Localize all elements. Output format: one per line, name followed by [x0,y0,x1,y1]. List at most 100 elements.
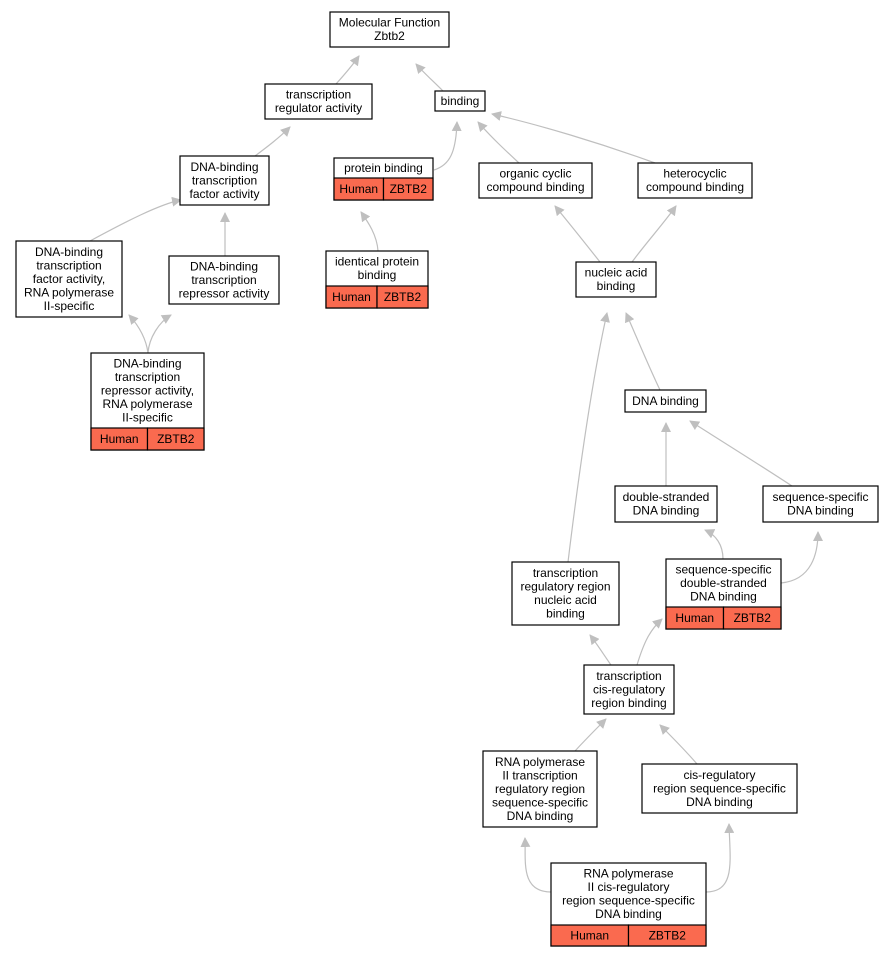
tag-cell [376,285,429,309]
node-label-line: heterocyclic [663,167,726,181]
node-label-line: nucleic acid [585,266,648,280]
node-box [482,750,598,828]
node-label-line: sequence-specific [675,562,771,576]
node-box [511,561,620,626]
edge-binding-to-mf [415,63,444,92]
node-label-line: identical protein [335,255,419,269]
species-tag: Human [570,929,609,943]
node-label-line: transcription [115,370,180,384]
node-label-line: transcription [191,273,256,287]
node-label-line: DNA binding [507,809,574,823]
node-box [179,155,270,206]
node-label-line: II-specific [122,410,173,424]
node-label-line: DNA binding [595,907,662,921]
node-dnab[interactable]: DNA binding [624,389,707,413]
node-box [434,90,486,112]
node-label-line: II-specific [44,299,95,313]
node-label-line: compound binding [646,180,744,194]
edge-dbtf2-to-dbtfa [89,196,182,242]
edge-dnab-to-nab [625,312,661,391]
node-box [641,763,798,814]
gene-tag: ZBTB2 [390,182,428,196]
node-label-line: Molecular Function [339,16,440,30]
node-label-line: RNA polymerase [24,285,114,299]
node-box [583,664,675,715]
node-label-line: factor activity [189,187,259,201]
node-binding[interactable]: binding [434,90,486,112]
edge-dbtr2-to-dbtra [147,314,172,354]
node-label-line: region binding [591,696,666,710]
species-tag: Human [339,182,378,196]
node-label-line: cis-regulatory [593,682,665,696]
edge-ssdsdb-to-dsdb [704,529,724,560]
node-label-line: DNA-binding [190,160,258,174]
node-label-line: sequence-specific [772,490,868,504]
nodes-layer: Molecular FunctionZbtb2transcriptionregu… [15,11,879,947]
edge-tra-to-mf [335,55,360,85]
node-label-line: double-stranded [623,490,710,504]
tag-cell [146,427,205,451]
node-box [575,261,657,298]
edge-pb-to-binding [433,121,462,171]
node-label-line: DNA binding [787,504,854,518]
node-label-line: transcription [533,566,598,580]
node-label-line: transcription [36,258,101,272]
node-box [264,83,373,120]
node-label-line: binding [441,94,480,108]
edge-rnap2cr-to-crrssdb [705,823,735,893]
edge-rnap2cr-to-rnap2tr [520,837,552,893]
node-label-line: II cis-regulatory [587,880,669,894]
node-label-line: double-stranded [680,576,767,590]
node-label-line: transcription [596,669,661,683]
node-box [762,485,879,523]
edge-dbtr2-to-dbtf2 [128,314,149,354]
node-label-line: regulator activity [275,101,362,115]
node-label-line: DNA-binding [190,259,258,273]
node-label-line: organic cyclic [499,167,571,181]
edges-layer [89,55,823,893]
node-label-line: transcription [286,88,351,102]
node-label-line: repressor activity, [101,383,194,397]
node-label-line: RNA polymerase [495,755,585,769]
edge-hcb-to-binding [491,111,656,164]
edge-tcrrb-to-trrnab [589,634,612,666]
node-box [478,162,593,199]
node-label-line: II transcription [502,768,577,782]
edge-ocb-to-binding [477,121,520,164]
node-label-line: binding [358,268,397,282]
node-label-line: DNA-binding [35,245,103,259]
node-label-line: regulatory region [520,580,610,594]
edge-ssdb-to-dnab [689,420,793,487]
node-label-line: binding [546,607,585,621]
gene-tag: ZBTB2 [157,432,195,446]
edge-trrnab-to-nab [567,312,610,563]
node-label-line: DNA binding [633,504,700,518]
edge-nab-to-hcb [631,205,677,263]
node-label-line: DNA-binding [113,356,181,370]
edge-ipb-to-pb [360,211,379,252]
gene-tag: ZBTB2 [734,611,772,625]
node-label-line: repressor activity [179,286,270,300]
node-label-line: compound binding [486,180,584,194]
